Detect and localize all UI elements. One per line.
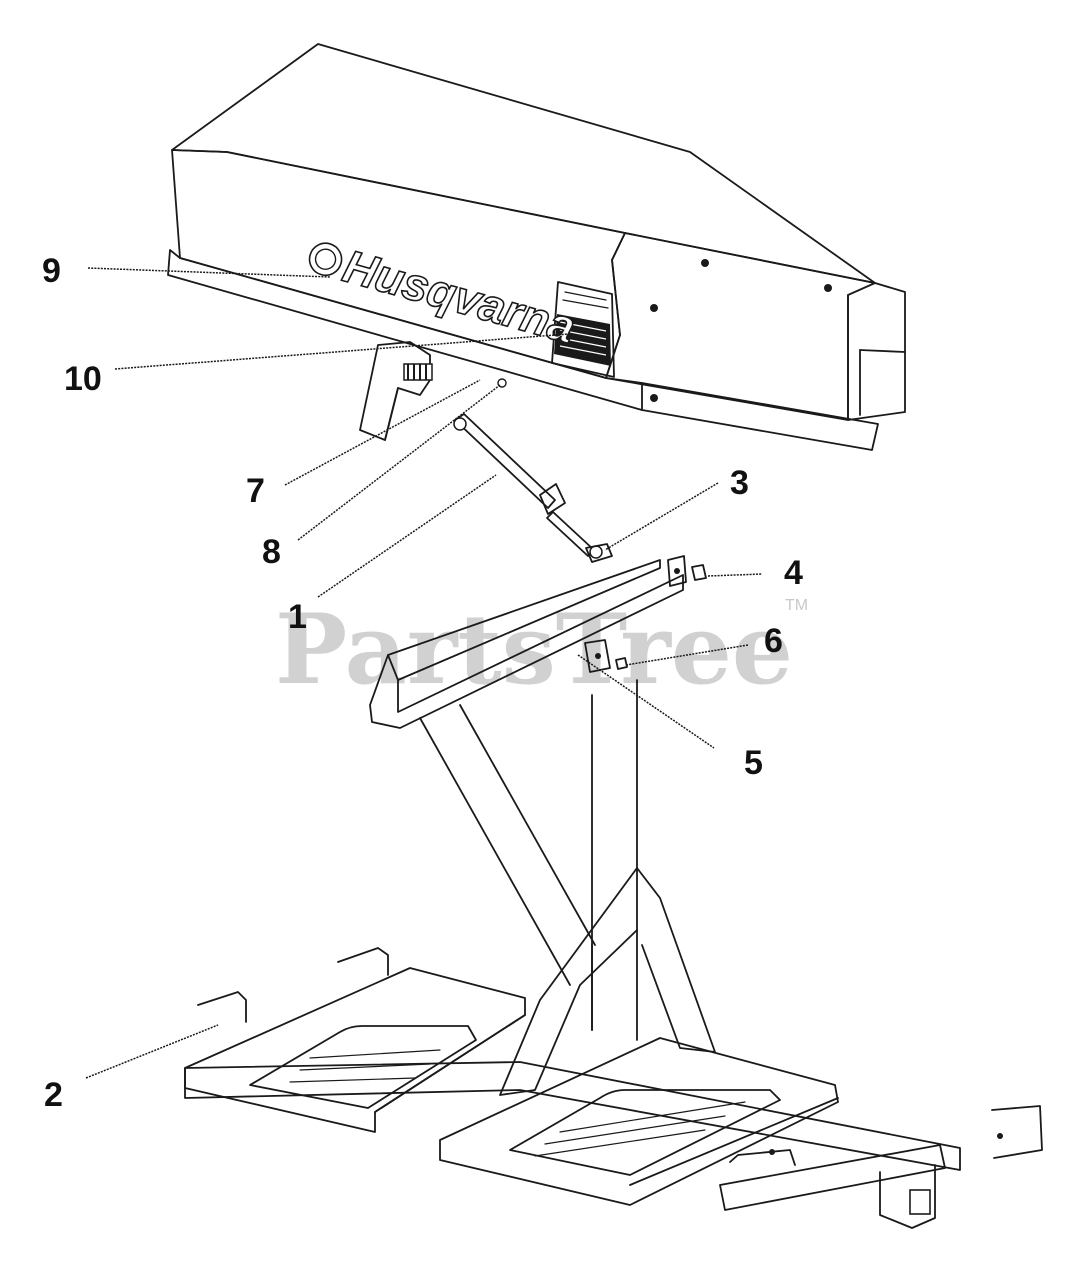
callout-8: 8 — [262, 533, 281, 571]
leader-6 — [625, 644, 749, 666]
mount-bracket — [369, 543, 707, 729]
leader-5 — [577, 654, 715, 749]
callout-6: 6 — [764, 622, 783, 660]
watermark-trademark: TM — [785, 597, 808, 614]
callout-2: 2 — [44, 1076, 63, 1114]
watermark: PartsTree TM — [275, 593, 808, 706]
callout-1: 1 — [288, 598, 307, 636]
leader-1 — [317, 474, 497, 598]
callout-labels: 9 10 7 8 1 3 4 6 5 2 — [42, 252, 803, 1114]
callout-7: 7 — [246, 472, 265, 510]
watermark-text: PartsTree — [275, 593, 793, 706]
gas-strut — [453, 413, 603, 559]
callout-4: 4 — [784, 554, 803, 592]
leader-lines — [85, 267, 763, 1079]
base-platform — [184, 947, 1043, 1229]
warning-decal — [551, 281, 615, 378]
husqvarna-logo: Husqvarna — [308, 239, 582, 354]
callout-3: 3 — [730, 464, 749, 502]
leader-10 — [114, 333, 569, 370]
callout-9: 9 — [42, 252, 61, 290]
crown-logo-icon — [308, 242, 343, 277]
leader-3 — [604, 482, 719, 551]
callout-10: 10 — [64, 360, 102, 398]
leader-7 — [284, 379, 481, 486]
leader-9 — [87, 267, 331, 278]
leader-2 — [85, 1024, 219, 1079]
callout-5: 5 — [744, 744, 763, 782]
leader-8 — [297, 384, 501, 541]
hopper-assembly: Husqvarna — [167, 43, 906, 451]
leader-4 — [707, 573, 763, 577]
stand-frame — [419, 679, 716, 1096]
